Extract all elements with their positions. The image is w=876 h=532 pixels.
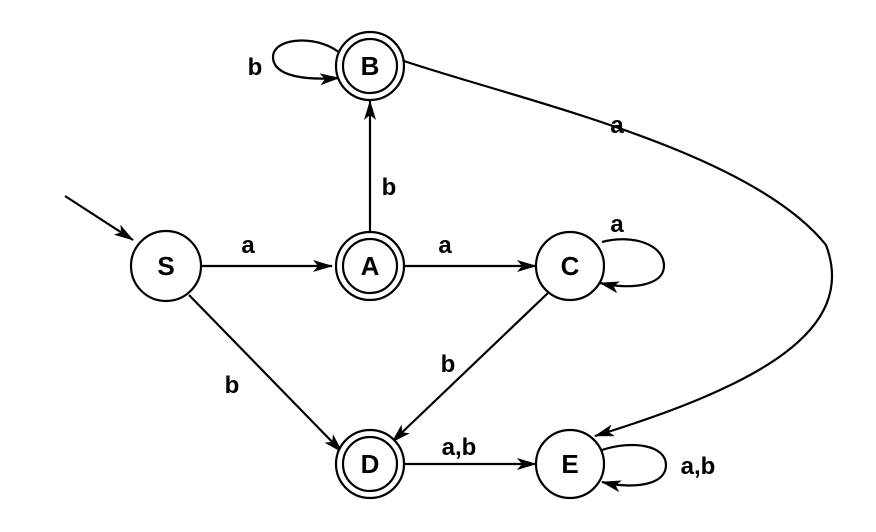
edge-A-C: a [404,232,537,272]
state-D-label: D [361,449,380,479]
start-arrow [64,195,134,241]
state-A-circle [334,230,406,302]
edge-C-D: b [391,291,550,443]
state-A-label: A [361,251,380,281]
state-D: D [334,428,406,500]
state-C: C [534,230,606,302]
edge-C-D-line [391,291,550,443]
edge-C-C-loop [599,238,666,294]
state-B-circle [334,30,406,102]
state-S-circle [129,229,203,303]
state-D-circle [334,428,406,500]
edge-B-E-label: a [610,112,624,139]
edge-B-B-label: b [248,54,263,81]
edge-C-C: a [599,211,666,294]
state-E-circle [534,428,606,500]
state-D-accepting-ring [341,435,399,493]
state-A: A [334,230,406,302]
edge-S-D-line [188,294,343,453]
edge-A-B: b [364,100,397,232]
edge-B-B-loop [271,39,343,86]
edge-C-C-label: a [610,211,624,238]
state-E-label: E [561,449,578,479]
state-B-accepting-ring [341,37,399,95]
edge-C-D-label: b [441,351,456,378]
edge-B-E-line [403,59,833,438]
edge-S-A-label: a [241,232,255,259]
edge-E-E-label: a,b [681,453,716,480]
edge-B-E: a [403,59,833,438]
state-B-label: B [361,51,380,81]
edge-A-C-label: a [438,232,452,259]
state-E: E [534,428,606,500]
edge-D-E-label: a,b [442,434,477,461]
state-C-circle [534,230,606,302]
edge-D-E: a,b [404,434,537,470]
state-A-accepting-ring [341,237,399,295]
state-C-label: C [561,251,580,281]
edge-S-D: b [188,294,343,453]
edge-E-E: a,b [601,443,716,493]
edge-S-A: a [201,232,333,272]
state-S-label: S [157,251,174,281]
edge-S-D-label: b [225,372,240,399]
edge-E-E-loop [601,443,668,493]
edge-A-B-label: b [382,174,397,201]
edge-B-B: b [248,39,343,86]
state-S: S [129,229,203,303]
state-B: B [334,30,406,102]
